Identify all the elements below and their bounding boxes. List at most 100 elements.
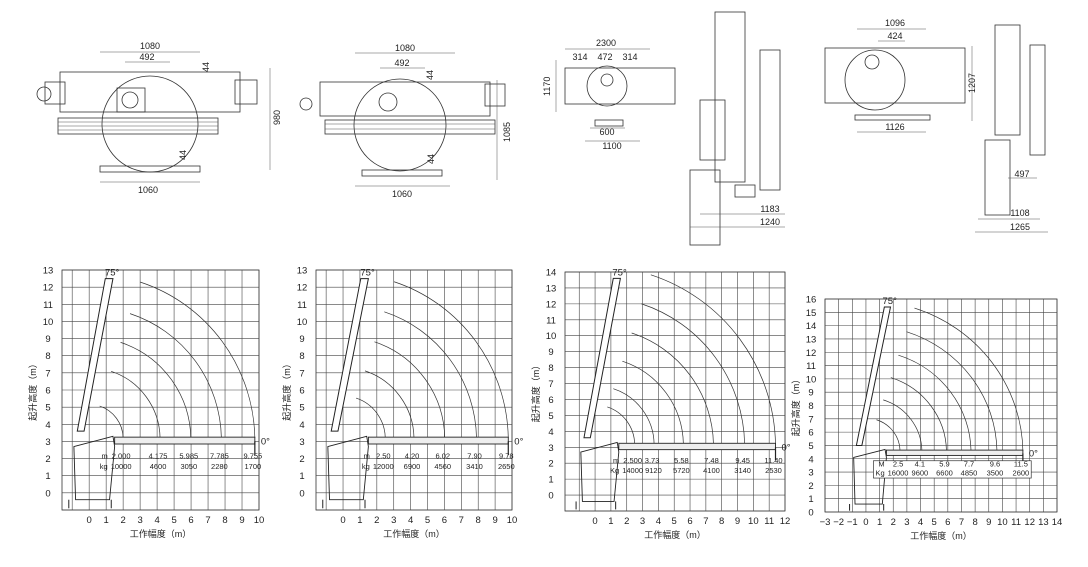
load-radius-arc: [384, 311, 477, 439]
y-tick-label: 10: [806, 374, 817, 385]
y-tick-label: 8: [808, 401, 813, 412]
boom-raised: [583, 277, 621, 439]
x-tick-label: 1: [357, 515, 362, 526]
x-tick-label: 8: [222, 515, 227, 526]
load-table-radius: 11.5: [1014, 460, 1028, 469]
load-radius-arc: [906, 331, 998, 451]
x-tick-label: 0: [592, 516, 597, 527]
x-tick-label: 12: [780, 516, 791, 527]
x-tick-label: 9: [492, 515, 497, 526]
load-radius-arc: [355, 397, 386, 439]
x-tick-label: 2: [374, 515, 379, 526]
load-table-radius: 9.45: [735, 456, 750, 465]
load-table-capacity: 2280: [211, 462, 228, 471]
x-tick-label: 10: [997, 517, 1008, 528]
load-table-capacity: 3050: [180, 462, 197, 471]
y-axis-label: 起升高度（m）: [281, 359, 292, 421]
load-table-radius: 2.500: [623, 456, 642, 465]
y-tick-label: 0: [548, 491, 553, 502]
boom-raised: [76, 278, 114, 432]
load-radius-arc: [99, 405, 124, 439]
y-axis-label: 起升高度（m）: [27, 359, 38, 421]
x-axis-label: 工作幅度（m）: [383, 528, 445, 539]
x-tick-label: 2: [891, 517, 896, 528]
top-view-1: 1080 492 44 980 44 1060: [36, 41, 282, 195]
y-tick-label: 3: [548, 443, 553, 454]
x-axis-label: 工作幅度（m）: [644, 529, 706, 540]
crane-base: [73, 435, 116, 501]
y-tick-label: 8: [45, 351, 50, 362]
load-table-radius: 5.985: [179, 452, 198, 461]
y-tick-label: 1: [45, 471, 50, 482]
y-tick-label: 16: [806, 295, 817, 306]
y-tick-label: 13: [297, 266, 308, 277]
y-tick-label: 7: [45, 368, 50, 379]
top-view-3: 2300 314 472 314 1170 600 1100 1183 1240: [542, 11, 785, 246]
dim-height: 1085: [502, 122, 512, 142]
load-radius-arc: [607, 406, 635, 445]
boom-horizontal: [367, 436, 509, 445]
dim-width-top: 1080: [395, 43, 415, 53]
boom-angle-min-label: 0°: [261, 436, 270, 447]
load-table-capacity: 6600: [936, 468, 953, 477]
load-table-m-label: m: [364, 452, 370, 461]
load-radius-arc: [393, 281, 509, 439]
load-radius-arc: [120, 342, 192, 439]
load-table-capacity: 2600: [1013, 468, 1030, 477]
x-tick-label: 2: [624, 516, 629, 527]
top-view-2: 1080 492 44 1085 44 1060: [299, 43, 512, 199]
boom-horizontal: [618, 442, 776, 451]
x-tick-label: 8: [972, 517, 977, 528]
boom-angle-min-label: 0°: [1029, 448, 1038, 459]
x-tick-label: 0: [340, 515, 345, 526]
load-table-capacity: 4560: [434, 462, 451, 471]
y-tick-label: 12: [546, 299, 557, 310]
dim-side-1: 1183: [760, 204, 779, 214]
y-tick-label: 2: [45, 454, 50, 465]
x-tick-label: 3: [904, 517, 909, 528]
load-table-radius: 4.1: [915, 460, 925, 469]
x-tick-label: 5: [171, 515, 176, 526]
load-table-radius: 4.175: [149, 452, 168, 461]
load-table-m-label: M: [878, 460, 884, 469]
dim-side-3: 1265: [1010, 222, 1030, 232]
x-tick-label: 10: [507, 515, 518, 526]
dim-width-bottom: 1126: [885, 122, 904, 132]
dim-width-bottom: 1060: [392, 189, 412, 199]
dim-inner: 492: [394, 58, 409, 68]
y-tick-label: 2: [299, 454, 304, 465]
load-table-radius: 7.90: [467, 452, 482, 461]
x-tick-label: 6: [687, 516, 692, 527]
x-tick-label: 10: [254, 515, 265, 526]
load-table-capacity: 2530: [765, 466, 782, 475]
y-tick-label: 0: [808, 508, 813, 519]
load-table-radius: 2.000: [112, 452, 131, 461]
load-radius-arc: [364, 370, 415, 439]
x-tick-label: 8: [719, 516, 724, 527]
y-tick-label: 6: [299, 386, 304, 397]
boom-angle-max-label: 75°: [612, 267, 627, 278]
dim-side-2: 1108: [1010, 208, 1029, 218]
load-radius-arc: [110, 370, 161, 439]
y-tick-label: 2: [808, 481, 813, 492]
y-tick-label: 7: [548, 379, 553, 390]
dim-height: 980: [272, 110, 282, 125]
y-tick-label: 0: [299, 488, 304, 499]
top-view-4: 1096 424 1207 1126 497 1108 1265: [824, 18, 1048, 233]
load-radius-arc: [890, 377, 947, 451]
load-radius-arc: [140, 281, 256, 439]
y-tick-label: 9: [548, 347, 553, 358]
load-radius-arc: [631, 332, 714, 445]
y-tick-label: 5: [808, 441, 813, 452]
y-tick-label: 4: [548, 427, 553, 438]
boom-angle-min-label: 0°: [782, 442, 791, 453]
y-tick-label: 7: [299, 368, 304, 379]
boom-horizontal: [114, 436, 256, 445]
x-tick-label: 6: [188, 515, 193, 526]
dim-offset-bottom: 44: [426, 154, 436, 164]
load-radius-arc: [650, 274, 776, 445]
load-radius-arc: [622, 360, 684, 445]
